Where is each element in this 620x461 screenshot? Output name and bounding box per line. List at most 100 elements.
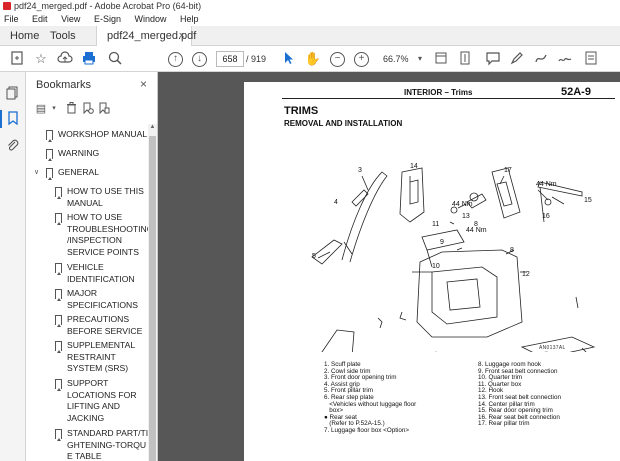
bookmark-flag-icon [46, 168, 53, 180]
page-total: / 919 [246, 54, 267, 64]
parts-legend-left: 1. Scuff plate 2. Cowl side trim 3. Fron… [324, 361, 474, 435]
menu-window[interactable]: Window [134, 14, 167, 24]
scrollbar-thumb[interactable] [149, 136, 156, 461]
page-title: TRIMS [284, 105, 319, 117]
torque-label-2: 44 Nm [466, 227, 487, 234]
page-number-input[interactable]: 658 [216, 51, 244, 67]
callout-11: 11 [432, 221, 439, 228]
legend-line: 10. Quarter trim [478, 374, 523, 382]
bookmarks-scrollbar[interactable]: ▲ [148, 124, 157, 461]
tab-tools[interactable]: Tools [50, 30, 76, 42]
bookmark-label: SUPPORT LOCATIONS FOR LIFTING AND JACKIN… [67, 378, 137, 423]
bookmark-flag-icon [55, 341, 62, 353]
callout-13: 13 [462, 213, 470, 220]
menu-esign[interactable]: E-Sign [93, 14, 121, 24]
attachments-paperclip-icon[interactable] [5, 138, 21, 154]
callout-14: 14 [410, 163, 418, 170]
zoom-level[interactable]: 66.7% [383, 54, 409, 64]
callout-8: 8 [474, 221, 478, 228]
torque-label-3: 44 Nm [536, 181, 557, 188]
page-code: 52A-9 [561, 86, 591, 98]
select-cursor-icon[interactable] [280, 50, 298, 68]
next-page-icon[interactable]: ↓ [192, 52, 207, 67]
fit-page-icon[interactable] [432, 50, 450, 68]
scroll-up-icon[interactable]: ▲ [149, 124, 156, 130]
menu-view[interactable]: View [61, 14, 81, 24]
scroll-mode-icon[interactable] [456, 50, 474, 68]
tab-bar: Home Tools pdf24_merged.pdf × [0, 26, 620, 46]
legend-line: 8. Luggage room hook [478, 361, 542, 368]
tab-document-label: pdf24_merged.pdf [107, 30, 197, 42]
bookmark-label: PRECAUTIONS BEFORE SERVICE [67, 314, 143, 336]
new-bookmark-icon[interactable] [81, 102, 95, 116]
callout-15: 15 [584, 197, 592, 204]
upload-cloud-icon[interactable] [56, 50, 74, 68]
legend-line: 17. Rear pillar trim [478, 420, 530, 428]
callout-4: 4 [334, 199, 338, 206]
bookmark-label: WORKSHOP MANUAL [58, 129, 148, 139]
bookmark-flag-icon [55, 289, 62, 301]
bookmarks-title: Bookmarks [36, 79, 92, 91]
acrobat-icon [3, 2, 11, 10]
header-rule [282, 98, 615, 99]
tab-home[interactable]: Home [10, 30, 40, 42]
menu-bar: File Edit View E-Sign Window Help [0, 12, 620, 26]
search-icon[interactable] [106, 50, 124, 68]
legend-line: 9. Front seat belt connection [478, 367, 558, 375]
menu-edit[interactable]: Edit [32, 14, 48, 24]
page-thumbnails-icon[interactable] [5, 86, 21, 102]
bookmark-label: GENERAL [58, 167, 100, 177]
menu-file[interactable]: File [4, 14, 19, 24]
zoom-out-icon[interactable]: − [330, 52, 345, 67]
bookmarks-panel-icon[interactable] [5, 111, 21, 127]
bookmark-star-icon[interactable]: ☆ [35, 51, 47, 66]
legend-line: 3. Front door opening trim [324, 374, 397, 382]
callout-9: 9 [440, 239, 444, 246]
delete-trash-icon[interactable] [64, 102, 78, 116]
close-icon[interactable]: × [140, 77, 148, 91]
legend-line: 14. Center pillar trim [478, 400, 535, 408]
document-viewer[interactable]: INTERIOR – Trims 52A-9 TRIMS REMOVAL AND… [158, 72, 620, 461]
bookmark-flag-icon [55, 187, 62, 199]
previous-page-icon[interactable]: ↑ [168, 52, 183, 67]
bookmark-flag-icon [55, 263, 62, 275]
comment-icon[interactable] [484, 50, 502, 68]
bookmark-options-icon[interactable]: ▤ [35, 103, 47, 115]
bookmark-flag-icon [55, 213, 62, 225]
window-titlebar: pdf24_merged.pdf - Adobe Acrobat Pro (64… [0, 0, 620, 12]
expand-bookmark-icon[interactable] [97, 102, 111, 116]
legend-line: 13. Front seat belt connection [478, 393, 561, 401]
legend-line: 7. Luggage floor box <Option> [324, 426, 410, 434]
menu-help[interactable]: Help [180, 14, 199, 24]
callout-8b: 8 [510, 247, 514, 254]
legend-line: 11. Quarter box [478, 380, 522, 388]
bookmark-flag-icon [46, 130, 53, 142]
bookmark-label: SUPPLEMENTAL RESTRAINT SYSTEM (SRS) [67, 340, 135, 373]
hand-tool-icon[interactable]: ✋ [304, 51, 322, 66]
legend-line: <Vehicles without luggage floor [324, 400, 417, 408]
bookmark-label: STANDARD PART/TIGHTENING-TORQUE TABLE [67, 428, 148, 461]
zoom-in-icon[interactable]: + [354, 52, 369, 67]
more-tools-icon[interactable] [582, 50, 600, 68]
create-pdf-icon[interactable] [8, 50, 26, 68]
legend-line: 1. Scuff plate [324, 361, 361, 368]
window-title: pdf24_merged.pdf - Adobe Acrobat Pro (64… [14, 1, 202, 11]
bookmark-flag-icon [55, 315, 62, 327]
bookmark-flag-icon [55, 379, 62, 391]
fill-sign-icon[interactable] [556, 50, 574, 68]
trim-exploded-diagram: 3 4 5 2 1 14 11 10 13 9 8 8 12 17 16 15 [282, 142, 618, 406]
print-icon[interactable] [80, 50, 98, 68]
callout-5: 5 [312, 253, 316, 260]
callout-16: 16 [542, 213, 550, 220]
chevron-down-icon[interactable]: ▾ [52, 105, 56, 112]
chevron-down-icon[interactable]: ∨ [34, 169, 40, 176]
legend-line: 15. Rear door opening trim [478, 407, 553, 415]
highlight-pen-icon[interactable] [508, 50, 526, 68]
draw-icon[interactable] [532, 50, 550, 68]
bookmark-label: VEHICLE IDENTIFICATION [67, 262, 135, 284]
zoom-dropdown-icon[interactable]: ▾ [418, 54, 423, 63]
tab-document[interactable]: pdf24_merged.pdf × [96, 26, 196, 46]
page-section-header: INTERIOR – Trims [404, 88, 473, 97]
tab-close-icon[interactable]: × [178, 30, 185, 42]
parts-legend-right: 8. Luggage room hook 9. Front seat belt … [478, 361, 618, 428]
